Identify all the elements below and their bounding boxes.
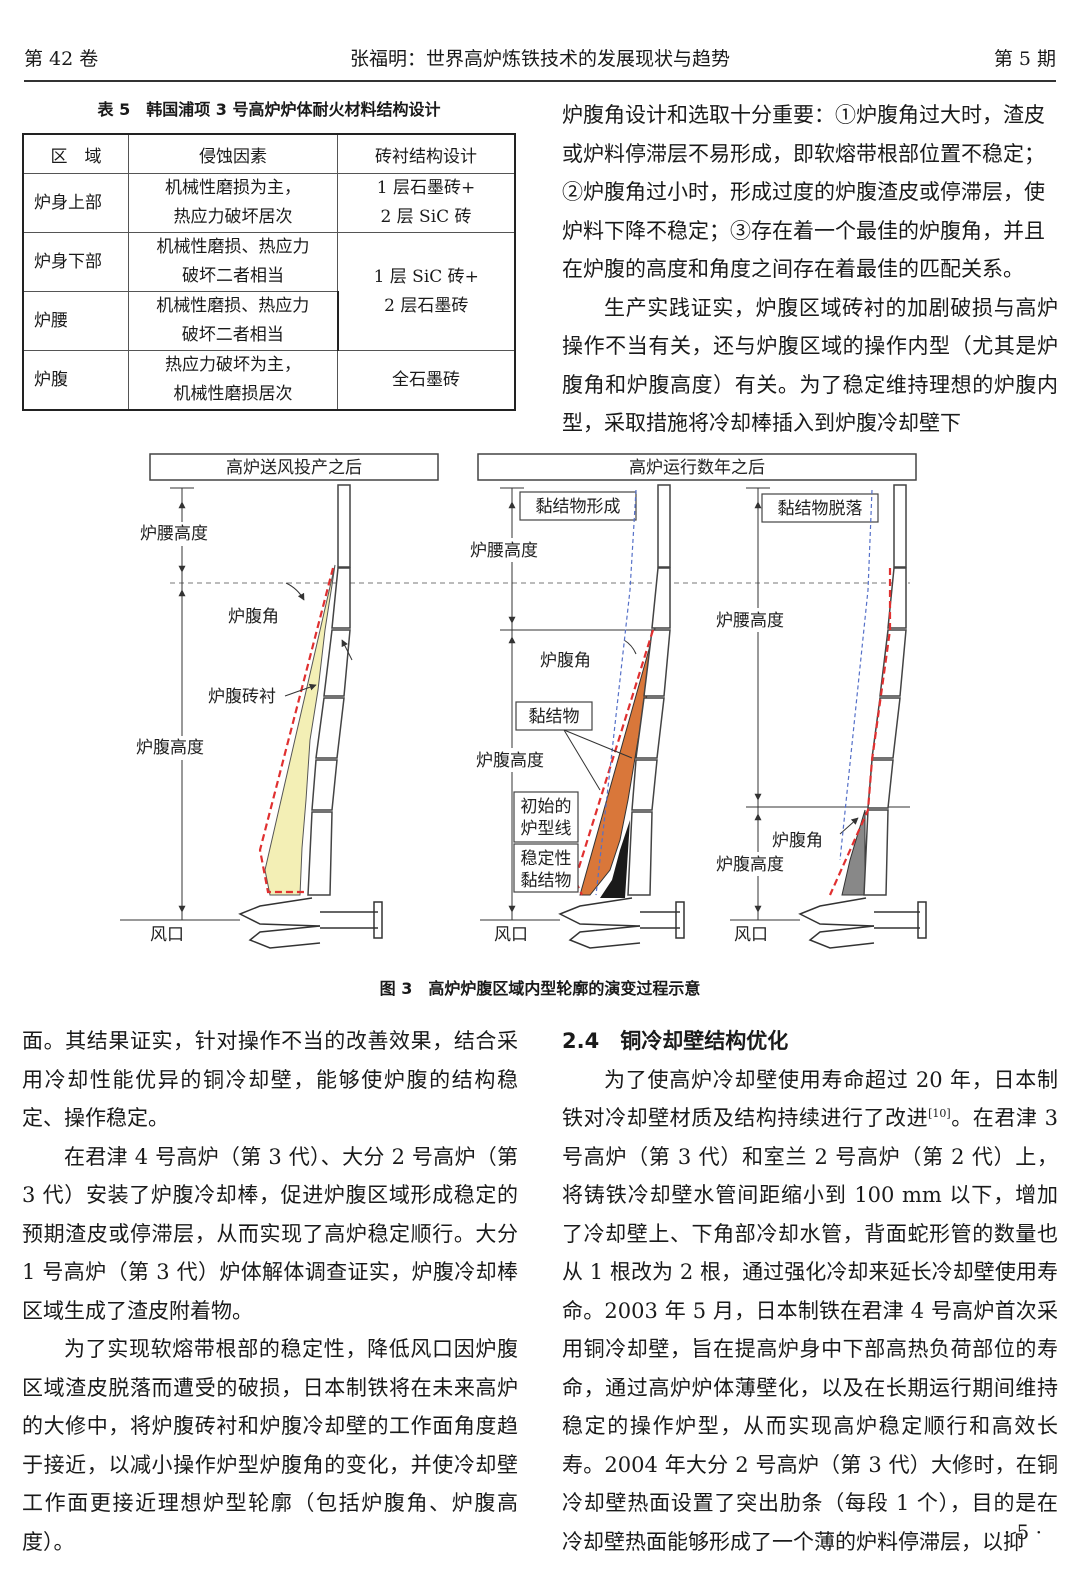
label-initial-line-1: 初始的 [521, 797, 572, 817]
citation: [10] [928, 1107, 951, 1120]
column-header: 区 域 [22, 134, 129, 174]
page-number: · 5 · [1003, 1520, 1042, 1544]
operating-profile-line [595, 489, 637, 896]
table-row: 炉腹 热应力破坏为主，机械性磨损居次 全石墨砖 [22, 350, 516, 411]
running-title: 张福明：世界高炉炼铁技术的发展现状与趋势 [349, 47, 730, 70]
label-waist-height: 炉腰高度 [716, 611, 784, 631]
tuyere [798, 897, 927, 949]
label-stable-1: 稳定性 [521, 849, 572, 869]
title-left: 高炉送风投产之后 [226, 458, 362, 478]
table-row: 炉身下部 机械性磨损、热应力破坏二者相当 1 层 SiC 砖+2 层石墨砖 [22, 232, 516, 351]
volume-label: 第 42 卷 [24, 47, 99, 70]
label-bosh-height: 炉腹高度 [716, 855, 784, 875]
label-tuyere: 风口 [150, 925, 184, 945]
paragraph: 面。其结果证实，针对操作不当的改善效果，结合采用冷却性能优异的铜冷却壁，能够使炉… [22, 1029, 518, 1130]
panel-formation: 黏结物形成 炉腰高度 炉腹角 炉腹高度 黏结物 初始的 炉型线 稳定性 黏结物 [466, 484, 685, 949]
paragraph: 生产实践证实，炉腹区域砖衬的加剧破损与高炉操作不当有关，还与炉腹区域的操作内型（… [562, 295, 1058, 436]
right-top-column: 炉腹角设计和选取十分重要：①炉腹角过大时，渣皮 或炉料停滞层不易形成，即软熔带根… [562, 96, 1058, 443]
label-bosh-height: 炉腹高度 [476, 751, 544, 771]
title-box-right [477, 453, 917, 481]
region-cell: 炉腰 [22, 291, 129, 351]
label-bosh-angle: 炉腹角 [228, 607, 279, 627]
label-tuyere: 风口 [494, 925, 528, 945]
stave-column [627, 484, 671, 896]
design-cell: 1 层石墨砖+2 层 SiC 砖 [337, 173, 516, 233]
label-bosh-angle: 炉腹角 [540, 651, 591, 671]
label-falloff: 黏结物脱落 [778, 499, 863, 519]
tuyere [238, 897, 383, 949]
running-header: 第 42 卷 张福明：世界高炉炼铁技术的发展现状与趋势 第 5 期 [24, 40, 1056, 82]
text-line: 在炉腹的高度和角度之间存在着最佳的匹配关系。 [562, 257, 1024, 281]
table-row: 炉身上部 机械性磨损为主，热应力破坏居次 1 层石墨砖+2 层 SiC 砖 [22, 173, 516, 233]
label-accretion: 黏结物 [529, 707, 580, 727]
paragraph: 为了使高炉冷却壁使用寿命超过 20 年，日本制铁对冷却壁材质及结构持续进行了改进… [562, 1067, 1058, 1554]
text-line: 炉料下降不稳定；③存在着一个最佳的炉腹角，并且 [562, 218, 1045, 243]
refractory-table: 区 域 侵蚀因素 砖衬结构设计 炉身上部 机械性磨损为主，热应力破坏居次 1 层… [22, 133, 516, 411]
erosion-cell: 机械性磨损为主，热应力破坏居次 [128, 173, 338, 233]
erosion-cell: 热应力破坏为主，机械性磨损居次 [128, 350, 338, 411]
label-bosh-lining: 炉腹砖衬 [208, 687, 276, 707]
right-bottom-column: 2.4 铜冷却壁结构优化 为了使高炉冷却壁使用寿命超过 20 年，日本制铁对冷却… [562, 1022, 1058, 1561]
left-bottom-column: 面。其结果证实，针对操作不当的改善效果，结合采用冷却性能优异的铜冷却壁，能够使炉… [22, 1022, 518, 1561]
figure-caption: 图 3 高炉炉腹区域内型轮廓的演变过程示意 [379, 979, 701, 998]
region-cell: 炉身上部 [22, 173, 129, 233]
label-formation: 黏结物形成 [536, 497, 621, 517]
column-header: 侵蚀因素 [128, 134, 338, 174]
label-waist-height: 炉腰高度 [470, 541, 538, 561]
design-cell: 全石墨砖 [337, 350, 516, 411]
section-heading: 2.4 铜冷却壁结构优化 [562, 1029, 789, 1053]
label-stable-2: 黏结物 [521, 871, 572, 891]
region-cell: 炉腹 [22, 350, 129, 411]
label-bosh-angle: 炉腹角 [772, 831, 823, 851]
label-initial-line-2: 炉型线 [521, 819, 572, 839]
text-line: ②炉腹角过小时，形成过度的炉腹渣皮或停滞层，使 [562, 180, 1045, 204]
initial-profile-line [258, 567, 335, 894]
panel-initial: 炉腰高度 炉腹高度 炉腹角 炉腹砖衬 风口 [120, 484, 383, 949]
text-line: 或炉料停滞层不易形成，即软熔带根部位置不稳定； [562, 141, 1045, 166]
title-right: 高炉运行数年之后 [629, 458, 765, 478]
title-box-left [149, 453, 439, 481]
paragraph: 在君津 4 号高炉（第 3 代）、大分 2 号高炉（第 3 代）安装了炉腹冷却棒… [22, 1144, 518, 1323]
column-header: 砖衬结构设计 [337, 134, 516, 174]
label-bosh-height: 炉腹高度 [136, 738, 204, 758]
bosh-profile-figure: 高炉送风投产之后 高炉运行数年之后 炉腰高度 炉腹高度 炉腹角 炉腹砖衬 [120, 453, 927, 949]
stable-accretion-shape [600, 820, 630, 898]
label-tuyere: 风口 [734, 925, 768, 945]
panel-falloff: 黏结物脱落 炉腰高度 炉腹高度 炉腹角 风口 [712, 484, 927, 949]
issue-label: 第 5 期 [993, 47, 1056, 70]
label-waist-height: 炉腰高度 [140, 524, 208, 544]
table-row: 炉腰 机械性磨损、热应力破坏二者相当 [22, 291, 515, 351]
erosion-cell: 机械性磨损、热应力破坏二者相当 [128, 291, 339, 351]
design-cell: 1 层 SiC 砖+2 层石墨砖 [337, 232, 516, 351]
text-line: 炉腹角设计和选取十分重要：①炉腹角过大时，渣皮 [562, 103, 1045, 127]
table-caption: 表 5 韩国浦项 3 号高炉炉体耐火材料结构设计 [97, 100, 441, 119]
erosion-cell: 机械性磨损、热应力破坏二者相当 [128, 232, 338, 292]
profile-line [828, 568, 892, 896]
paragraph: 为了实现软熔带根部的稳定性，降低风口因炉腹区域渣皮脱落而遭受的破损，日本制铁将在… [22, 1337, 518, 1554]
table-header-row: 区 域 侵蚀因素 砖衬结构设计 [22, 134, 516, 174]
region-cell: 炉身下部 [22, 232, 129, 292]
tuyere [558, 897, 685, 949]
bosh-lining [264, 564, 336, 896]
operating-profile-line [839, 489, 873, 861]
stave-column [307, 484, 351, 896]
